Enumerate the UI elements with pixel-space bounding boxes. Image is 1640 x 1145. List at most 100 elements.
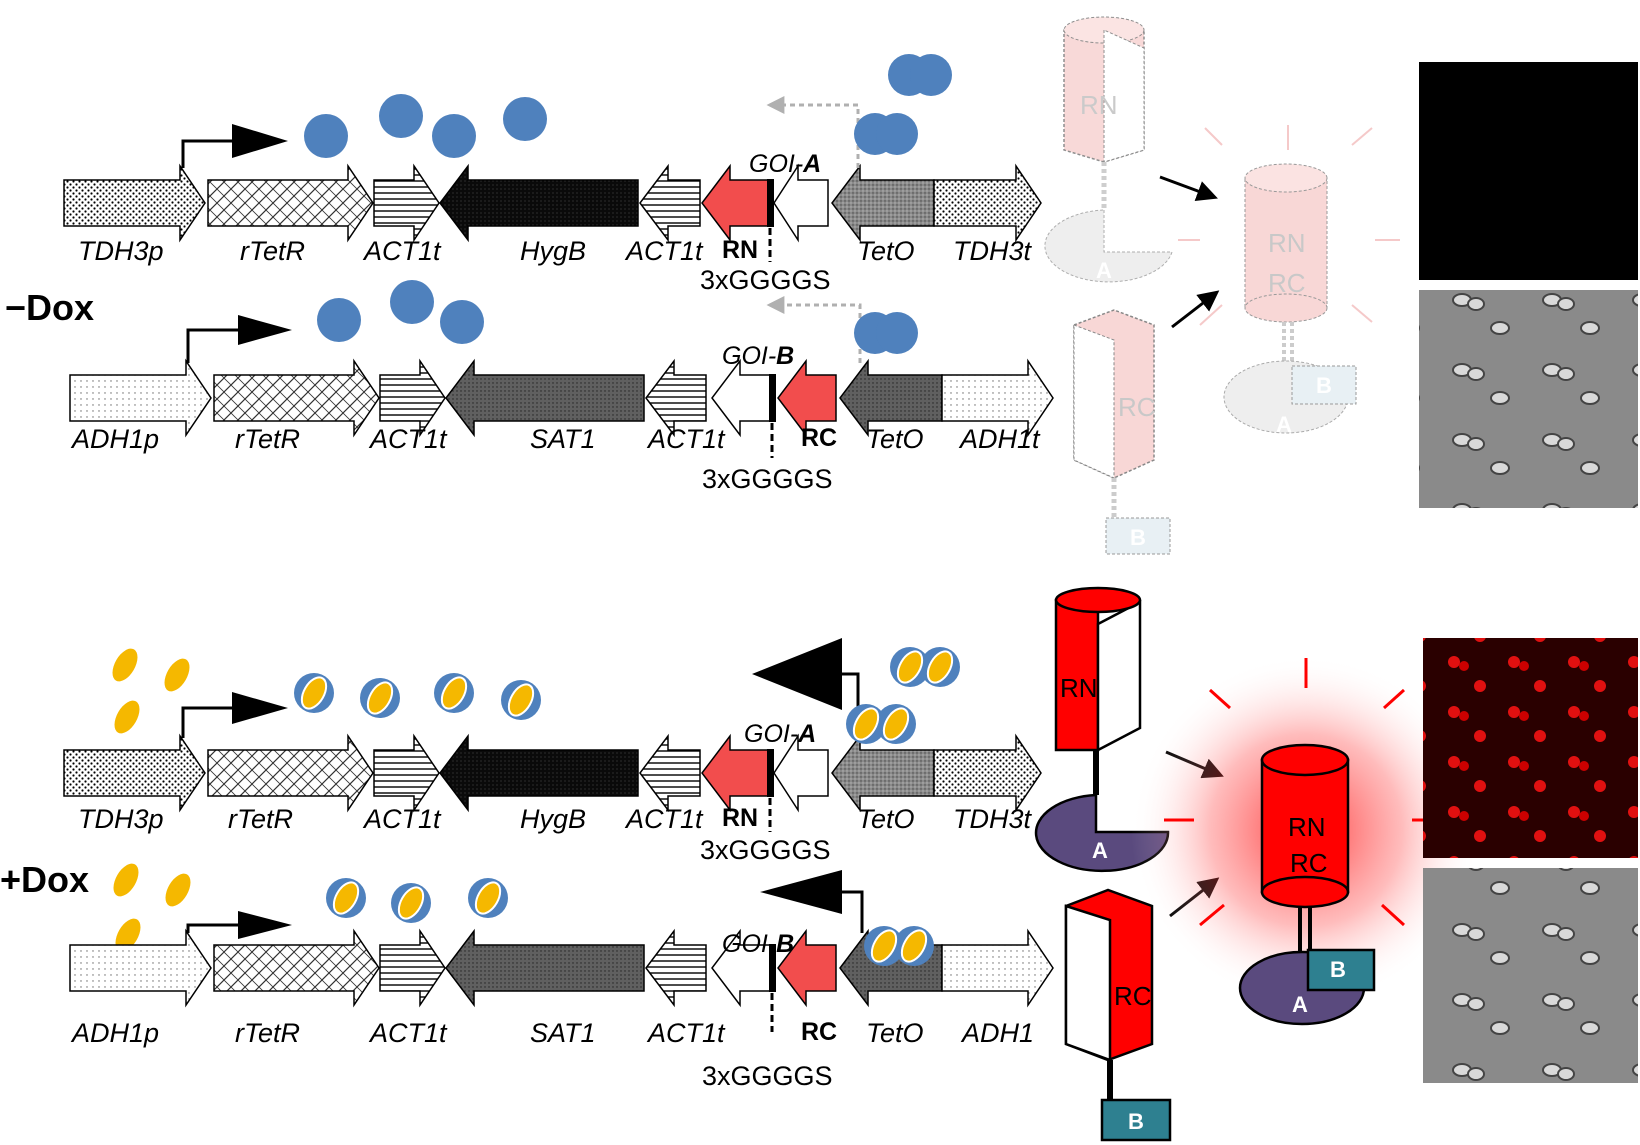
label-goi: GOI-A [744,720,816,748]
promoter-arrow [181,139,232,168]
label-goi: GOI-B [722,930,794,958]
split-protein-rc-off: RC B [1073,309,1171,555]
construct-a: TDH3p rTetR ACT1t HygB ACT1t RN TetO TDH… [63,54,1042,295]
label-rtetr: rTetR [228,804,293,834]
label-tdh3p: TDH3p [78,804,164,834]
promoter-arrow [186,923,238,933]
label-linker: 3xGGGGS [702,1061,833,1091]
label-complex-line1: RN [1288,812,1326,842]
label-adh1t: ADH1t [958,424,1041,454]
label-rtetr: rTetR [235,1018,300,1048]
label-domain-b: B [1316,373,1332,398]
part-tdh3p [63,733,206,813]
promoter-arrow [186,328,238,363]
label-domain-b: B [1128,1109,1144,1134]
linker-bar [769,374,776,422]
part-goi [773,733,829,813]
label-act1t: ACT1t [368,1018,448,1048]
part-act1t-2 [639,163,701,243]
part-teto [831,733,935,813]
rtetr-dimers [304,54,952,158]
micrograph-fluorescence-off [1419,62,1638,280]
part-goi [773,163,829,243]
promoter-arrow [181,706,232,738]
micrograph-fluorescence-on [1423,638,1638,858]
label-rn: RN [722,236,758,264]
label-domain-a: A [1276,412,1292,437]
panel-plus-dox: +Dox TDH3p rTetR [0,586,1638,1142]
doxycycline-molecules [112,648,191,952]
part-rtetr [207,163,374,243]
label-teto: TetO [866,1018,924,1048]
part-act1t-2 [645,358,707,438]
label-tdh3t: TDH3t [953,236,1033,266]
label-complex-line1: RN [1268,228,1306,258]
label-linker: 3xGGGGS [702,464,833,494]
label-act1t-2: ACT1t [646,424,726,454]
label-rn: RN [1060,673,1098,703]
label-adh1p: ADH1p [70,1018,159,1048]
label-tdh3t: TDH3t [953,804,1033,834]
label-tdh3p: TDH3p [78,236,164,266]
label-domain-b: B [1330,957,1346,982]
label-domain-b: B [1130,525,1146,550]
label-complex-line2: RC [1290,848,1328,878]
panel-minus-dox: −Dox TDH3p rTetR ACT1t HygB ACT1t RN Tet… [5,16,1638,555]
split-protein-rc-on: RC B [1064,888,1172,1142]
part-act1t [379,928,446,1008]
part-goi [711,358,771,438]
rfp-complex-on: RN RC A B [1131,655,1481,1026]
part-act1t [379,358,446,438]
label-act1t: ACT1t [362,804,442,834]
part-teto [831,163,935,243]
label-domain-a: A [1096,258,1112,283]
linker-bar [767,749,774,797]
part-act1t-2 [645,928,707,1008]
part-adh1t [941,358,1054,438]
part-rtetr [213,928,380,1008]
part-rtetr [213,358,380,438]
label-act1t-2: ACT1t [624,236,704,266]
construct-b: ADH1p rTetR ACT1t SAT1 ACT1t RC TetO ADH… [69,870,1054,1091]
linker-bar [769,944,776,992]
assembly-arrow [1171,290,1220,329]
part-rn [701,733,769,813]
label-rc: RC [801,1018,837,1046]
teto-arrow-off [766,96,860,168]
promoter-arrowhead [232,124,288,158]
split-protein-rn-off: RN A [1044,16,1173,283]
rtetr-dox-complexes [326,878,934,966]
linker-bar [767,179,774,227]
rfp-complex-off: RN RC A B [1178,125,1400,437]
label-rc: RC [1114,981,1152,1011]
part-adh1p [69,358,212,438]
teto-arrowhead-on [760,870,842,914]
promoter-arrowhead [238,315,292,345]
promoter-arrowhead [232,692,288,724]
label-rc: RC [801,424,837,452]
label-linker: 3xGGGGS [700,835,831,865]
label-sat1: SAT1 [530,424,596,454]
promoter-arrowhead [238,911,292,939]
label-linker: 3xGGGGS [700,265,831,295]
label-teto: TetO [857,804,915,834]
label-act1t: ACT1t [368,424,448,454]
assembly-arrow [1159,175,1218,202]
rtetr-dimers [317,280,918,354]
label-hygb: HygB [520,236,586,266]
label-rtetr: rTetR [235,424,300,454]
part-tdh3t [933,163,1042,243]
label-goi: GOI-B [722,342,794,370]
part-hygb [439,163,639,243]
part-act1t-2 [639,733,701,813]
label-hygb: HygB [520,804,586,834]
label-complex-line2: RC [1268,268,1306,298]
label-teto: TetO [857,236,915,266]
part-act1t [373,163,440,243]
label-sat1: SAT1 [530,1018,596,1048]
label-goi: GOI-A [749,150,821,178]
label-act1t-2: ACT1t [624,804,704,834]
micrograph-brightfield-on [1423,868,1638,1083]
micrograph-brightfield-off [1419,290,1638,508]
